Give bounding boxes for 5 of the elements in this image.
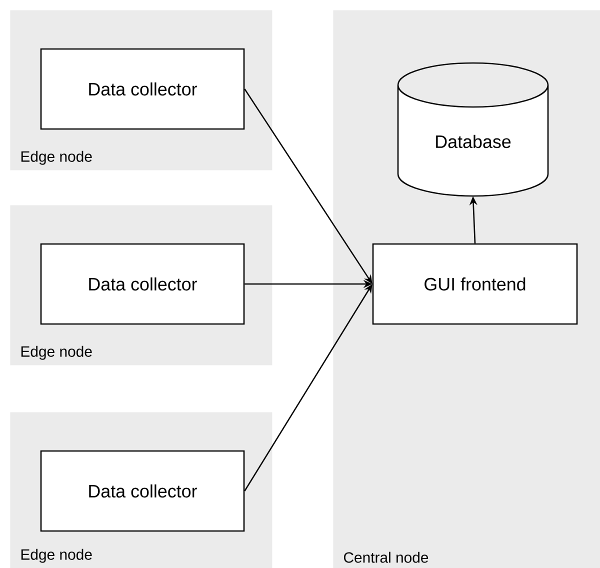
process-box: Data collector <box>40 243 245 325</box>
database-cylinder: Database <box>397 62 549 197</box>
process-box: GUI frontend <box>372 243 578 325</box>
process-box: Data collector <box>40 450 245 532</box>
process-box: Data collector <box>40 48 245 130</box>
